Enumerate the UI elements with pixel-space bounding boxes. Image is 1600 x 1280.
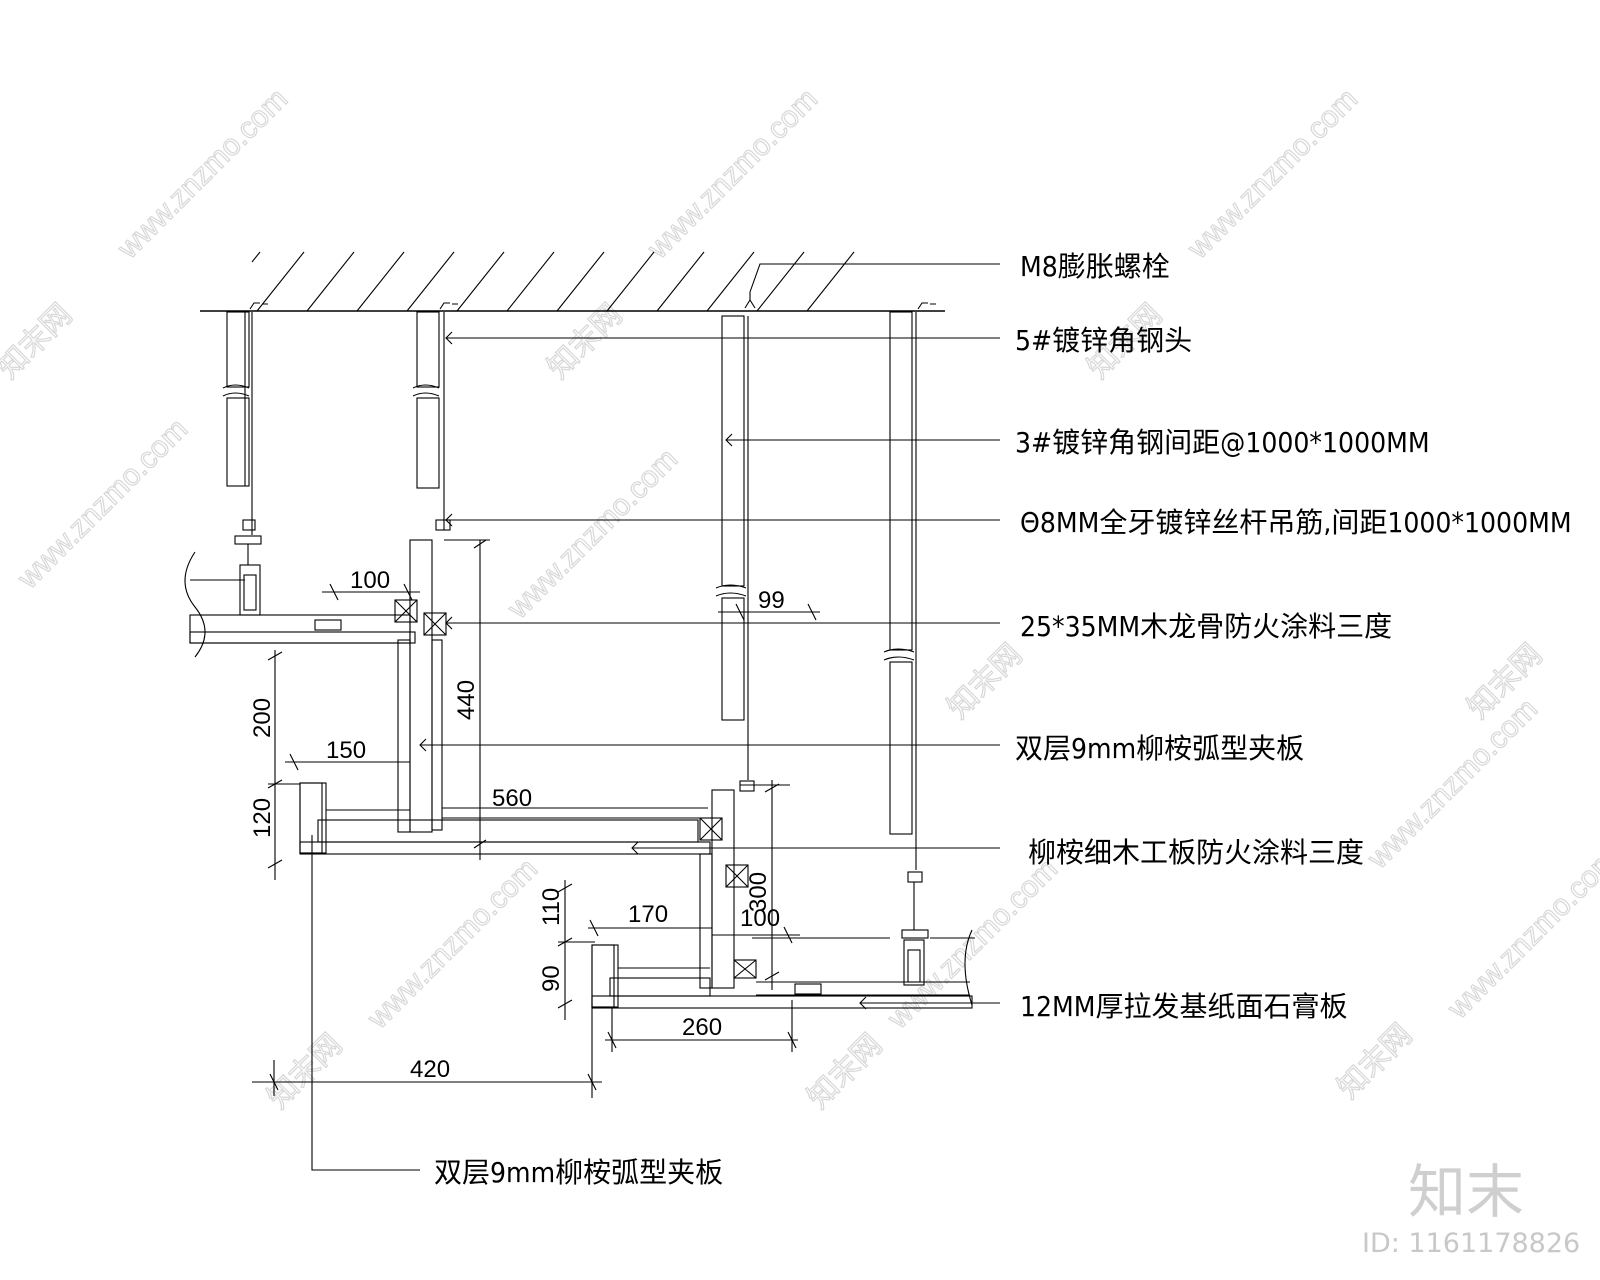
- hanger-4: [883, 302, 936, 986]
- dim-440: 440: [453, 680, 480, 720]
- dim-150: 150: [326, 737, 366, 764]
- dimension-lines: [252, 539, 820, 1098]
- label-m8-bolt: M8膨胀螺栓: [1020, 250, 1170, 283]
- hanger-1: [222, 302, 268, 616]
- dim-120: 120: [249, 798, 276, 838]
- plywood-vertical-lower: [711, 789, 735, 989]
- watermark-text: www.znzmo.com: [1441, 842, 1600, 1025]
- dim-99: 99: [758, 587, 785, 614]
- label-plywood-upper: 双层9mm柳桉弧型夹板: [1015, 732, 1304, 765]
- dim-420: 420: [410, 1056, 450, 1083]
- brand-watermark: 知末: [1408, 1158, 1524, 1226]
- dim-90: 90: [538, 965, 565, 992]
- end-cap-lower: [591, 944, 615, 1008]
- label-keel: 25*35MM木龙骨防火涂料三度: [1020, 610, 1392, 643]
- dim-110: 110: [538, 888, 565, 926]
- dim-260: 260: [682, 1014, 722, 1041]
- hanger-2: [412, 302, 458, 531]
- watermark-text: www.znzmo.com: [1361, 692, 1544, 875]
- dim-300: 300: [745, 872, 772, 912]
- watermark-text: www.znzmo.com: [1181, 82, 1364, 265]
- callout-labels: M8膨胀螺栓 5#镀锌角钢头 3#镀锌角钢间距@1000*1000MM Θ8MM…: [434, 250, 1572, 1189]
- watermark-cn: 知末网: [802, 1028, 889, 1115]
- dim-100-top: 100: [350, 567, 390, 594]
- keel-box: [394, 599, 418, 623]
- board-lower: [609, 977, 711, 997]
- break-line-right: [964, 929, 973, 1006]
- watermark-cn: 知末网: [262, 1028, 349, 1115]
- watermark-cn: 知末网: [0, 298, 79, 385]
- watermark-cn: 知末网: [942, 638, 1029, 725]
- label-plywood-lower: 双层9mm柳桉弧型夹板: [434, 1156, 723, 1189]
- label-rod: Θ8MM全牙镀锌丝杆吊筋,间距1000*1000MM: [1020, 506, 1572, 539]
- watermark-text: www.znzmo.com: [11, 412, 194, 595]
- break-line-left: [184, 551, 206, 658]
- dim-560: 560: [492, 785, 532, 812]
- hanger-system: [222, 292, 936, 986]
- watermark-text: www.znzmo.com: [361, 852, 544, 1035]
- plywood-vertical-upper: [409, 539, 433, 833]
- watermark-cn: 知末网: [1332, 1018, 1419, 1105]
- label-blockboard: 柳桉细木工板防火涂料三度: [1028, 836, 1364, 869]
- dimension-texts: 100 99 440 200 150 120 560 300 110 170 1…: [249, 567, 785, 1083]
- label-gypsum: 12MM厚拉发基纸面石膏板: [1020, 990, 1348, 1023]
- dim-200: 200: [249, 698, 276, 738]
- label-angle-steel: 3#镀锌角钢间距@1000*1000MM: [1015, 426, 1430, 459]
- board-middle: [317, 819, 699, 843]
- watermark-text: www.znzmo.com: [641, 82, 824, 265]
- watermark-text: www.znzmo.com: [111, 82, 294, 265]
- hanger-3: [715, 292, 756, 792]
- board-upper-left: [189, 614, 411, 644]
- label-angle-head: 5#镀锌角钢头: [1015, 324, 1192, 357]
- concrete-slab: [200, 251, 945, 312]
- keel-box: [423, 612, 447, 636]
- dim-100-lower: 100: [740, 905, 780, 932]
- watermark-text: www.znzmo.com: [501, 442, 684, 625]
- dim-170: 170: [628, 901, 668, 928]
- id-label: ID: 1161178826: [1362, 1228, 1580, 1259]
- leader-lines: [311, 263, 1000, 1171]
- ceiling-construction: [184, 539, 975, 1009]
